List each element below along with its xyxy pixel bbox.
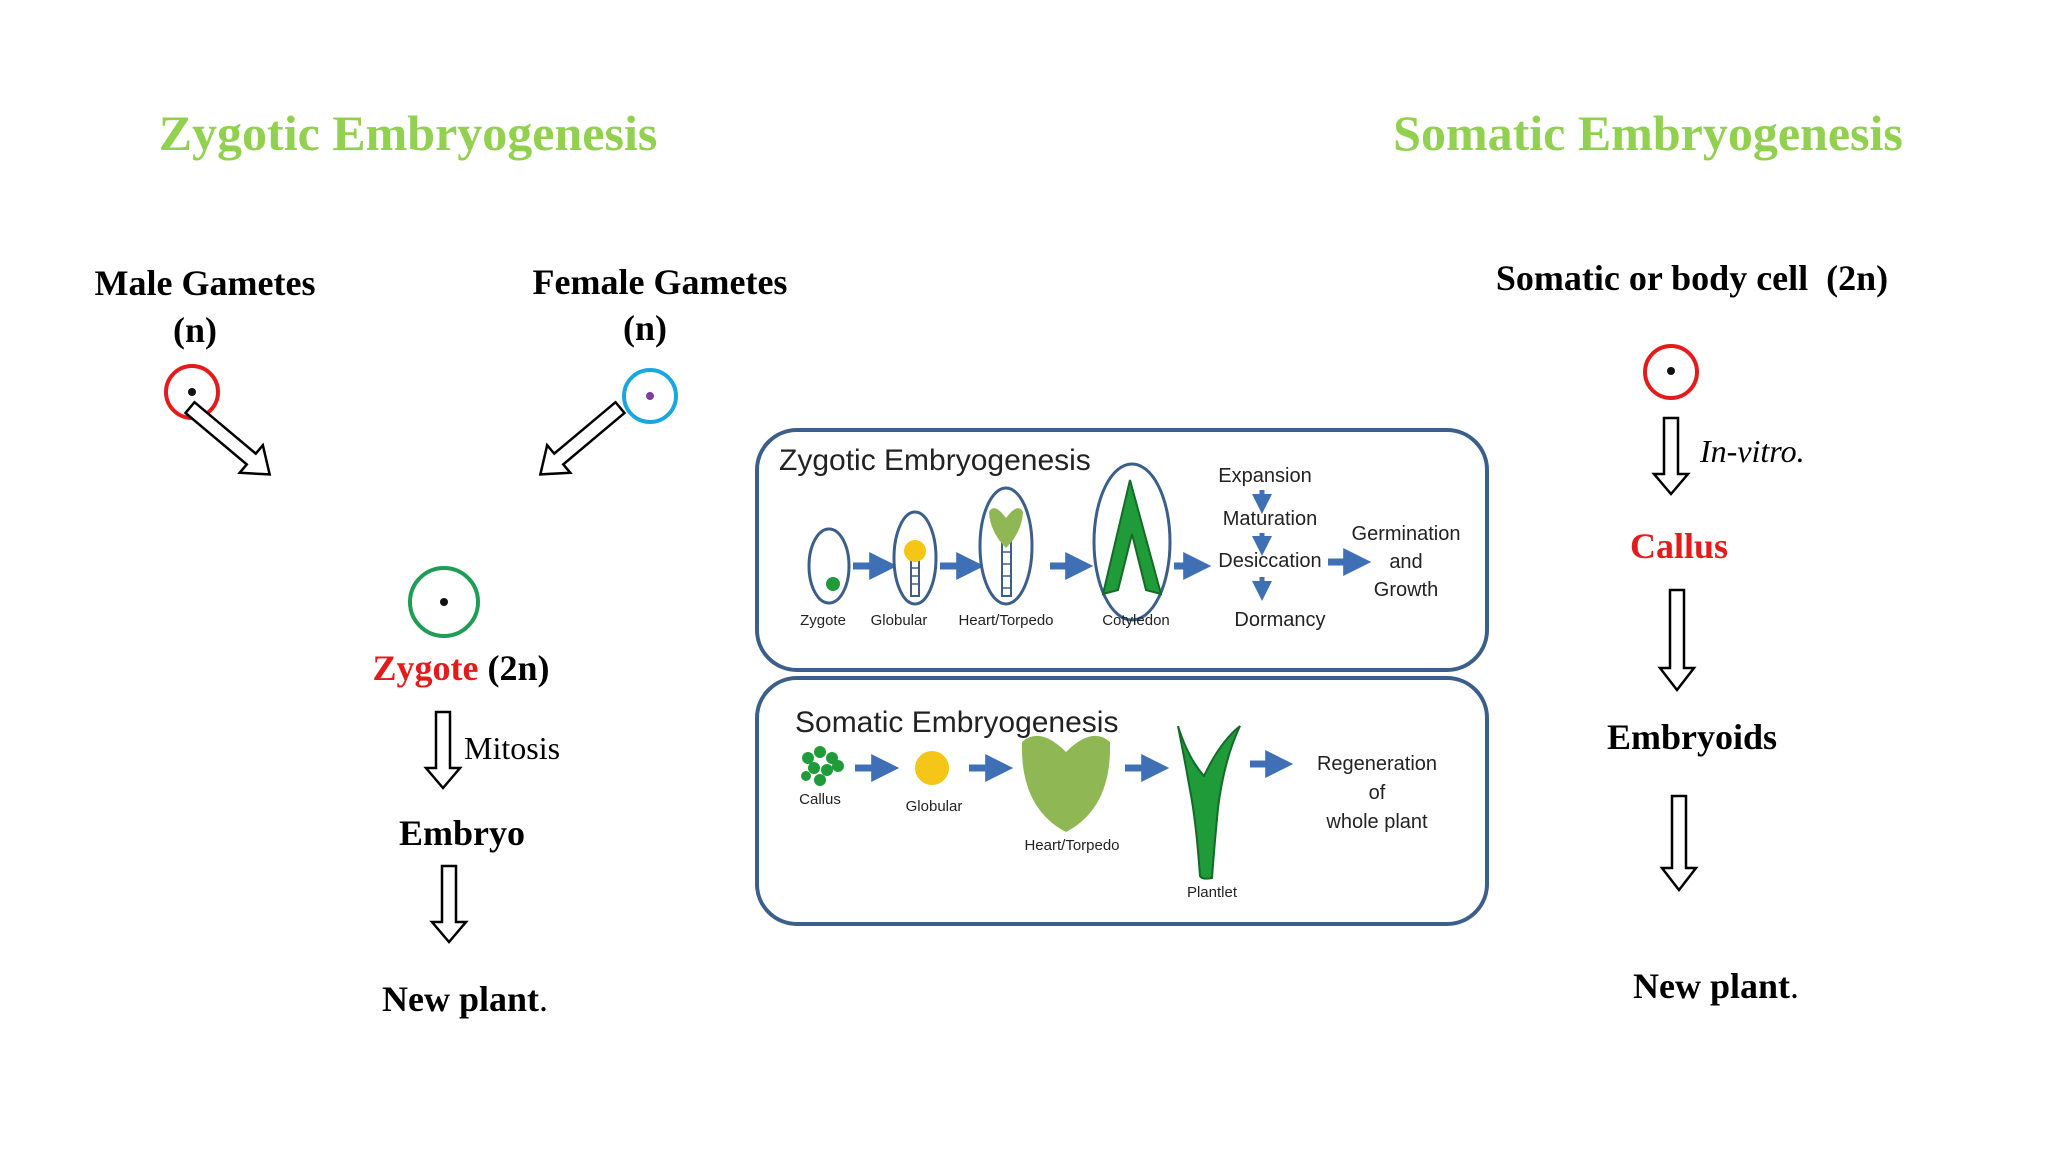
zygote-to-embryo-arrow [423, 710, 463, 790]
zygote-label: Zygote (2n) [373, 648, 550, 688]
embryoids-to-plant-arrow [1659, 794, 1699, 893]
cell-to-callus-arrow [1651, 416, 1691, 496]
male-gametes-label: Male Gametes [95, 263, 316, 303]
figure-and: and [1389, 551, 1422, 573]
figure-growth: Growth [1374, 579, 1438, 601]
in-vitro-label: In-vitro. [1699, 433, 1805, 469]
embryoids-label: Embryoids [1607, 717, 1777, 757]
somatic-new-plant-word: New plant [1633, 966, 1790, 1006]
figure-label-globular: Globular [871, 612, 928, 629]
figure-regeneration: Regeneration [1317, 753, 1437, 775]
figure-label-callus: Callus [799, 791, 841, 808]
zygotic-new-plant: New plant. [382, 979, 548, 1019]
somatic-cell [1643, 344, 1699, 400]
female-gametes-ploidy: (n) [623, 308, 667, 348]
somatic-panel [755, 676, 1489, 926]
figure-expansion: Expansion [1218, 465, 1311, 487]
zygotic-new-plant-word: New plant [382, 979, 539, 1019]
embryo-to-plant-arrow [429, 864, 469, 944]
female-to-zygote-arrow [538, 400, 627, 476]
zygotic-title: Zygotic Embryogenesis [159, 105, 658, 161]
somatic-cell-label: Somatic or body cell (2n) [1496, 258, 1888, 298]
figure-whole-plant: whole plant [1325, 811, 1428, 833]
figure-zygote-stage [807, 527, 851, 605]
figure-germination: Germination [1352, 523, 1461, 545]
figure-somatic-heart-stage [1021, 735, 1111, 832]
figure-label-somatic-globular: Globular [906, 798, 963, 815]
figure-label-cotyledon: Cotyledon [1102, 612, 1170, 629]
zygotic-new-plant-period: . [539, 979, 548, 1019]
figure-label-zygote: Zygote [800, 612, 846, 629]
male-to-zygote-arrow [183, 400, 272, 476]
figure-label-heart-torpedo: Heart/Torpedo [958, 612, 1053, 629]
zygote-ploidy: (2n) [478, 648, 549, 688]
figure-zygotic-title: Zygotic Embryogenesis [779, 444, 1091, 477]
zygote-word: Zygote [373, 648, 479, 688]
figure-cotyledon-stage [1092, 462, 1172, 622]
callus-to-embryoids-arrow [1657, 588, 1697, 693]
callus-label: Callus [1630, 526, 1728, 566]
somatic-title: Somatic Embryogenesis [1393, 105, 1903, 161]
somatic-new-plant: New plant. [1633, 966, 1799, 1006]
embryogenesis-figure: Zygotic Embryogenesis [755, 428, 1489, 926]
female-gametes-label: Female Gametes [533, 262, 788, 302]
embryo-label: Embryo [399, 813, 525, 853]
figure-label-somatic-heart: Heart/Torpedo [1024, 837, 1119, 854]
figure-heart-torpedo-stage [978, 486, 1034, 606]
female-gamete-cell [622, 368, 678, 424]
figure-desiccation: Desiccation [1218, 550, 1321, 572]
figure-plantlet-stage [1177, 725, 1241, 880]
figure-somatic-globular-stage [915, 751, 949, 785]
figure-globular-stage [892, 510, 938, 606]
figure-label-plantlet: Plantlet [1187, 884, 1238, 901]
male-gametes-ploidy: (n) [173, 310, 217, 350]
mitosis-label: Mitosis [464, 730, 560, 766]
figure-somatic-title: Somatic Embryogenesis [795, 706, 1118, 739]
figure-callus-stage [801, 746, 844, 786]
figure-dormancy: Dormancy [1234, 609, 1325, 631]
figure-maturation: Maturation [1223, 508, 1318, 530]
zygote-cell [408, 566, 480, 638]
figure-of: of [1369, 782, 1386, 804]
somatic-new-plant-period: . [1790, 966, 1799, 1006]
